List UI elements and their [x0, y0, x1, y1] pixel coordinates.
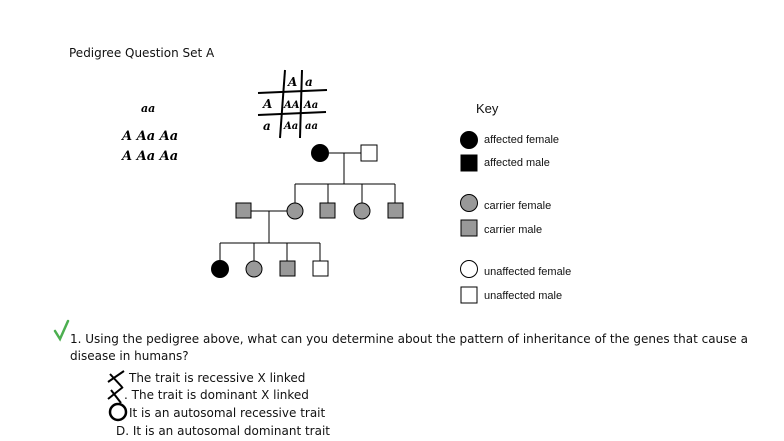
cross-out-mark-icon-b: [107, 386, 124, 404]
key-heading: Key: [476, 101, 499, 116]
punnett-square: [257, 69, 328, 139]
key-label-unaffected-male: unaffected male: [484, 290, 563, 302]
key-carrier-male-icon: [460, 219, 478, 237]
key-label-carrier-female: carrier female: [484, 200, 552, 212]
answer-option-a: The trait is recessive X linked: [129, 371, 306, 385]
gen3-affected-female: [211, 260, 229, 278]
key-label-carrier-male: carrier male: [484, 224, 543, 236]
gen1-affected-female: [311, 144, 329, 162]
gen2-carrier-male-1: [319, 202, 336, 219]
gen2-carrier-female: [286, 202, 304, 220]
key-label-affected-female: affected female: [484, 134, 560, 146]
key-carrier-female-icon: [460, 194, 478, 212]
punnett-cell-1: AA: [283, 100, 300, 111]
key-label-unaffected-female: unaffected female: [484, 266, 572, 278]
key-affected-female-icon: [460, 131, 478, 149]
answer-option-b: . The trait is dominant X linked: [124, 388, 309, 402]
handwritten-line-3: A Aa Aa: [120, 149, 178, 164]
gen3-carrier-female: [245, 260, 263, 278]
gen2-carrier-female-2: [353, 202, 371, 220]
gen3-carrier-male: [279, 260, 296, 277]
pedigree-lines: [219, 152, 396, 261]
handwritten-line-1: aa: [141, 102, 155, 115]
key-label-affected-male: affected male: [484, 157, 550, 169]
gen1-unaffected-male: [360, 144, 378, 162]
gen2-carrier-male-spouse: [235, 202, 252, 219]
handwritten-genotypes: aa A Aa Aa A Aa Aa: [120, 102, 178, 164]
question-text: 1. Using the pedigree above, what can yo…: [70, 332, 748, 363]
circled-answer-icon: [108, 402, 128, 422]
key-unaffected-male-icon: [460, 286, 478, 304]
answer-option-d: D. It is an autosomal dominant trait: [116, 424, 330, 438]
gen2-carrier-male-2: [387, 202, 404, 219]
punnett-side-2: a: [263, 119, 271, 133]
punnett-cell-2: Aa: [303, 100, 318, 111]
gen3-unaffected-male: [312, 260, 329, 277]
page-title: Pedigree Question Set A: [69, 46, 215, 60]
answer-option-c: It is an autosomal recessive trait: [129, 406, 326, 420]
punnett-side-1: A: [262, 97, 272, 111]
punnett-cell-4: aa: [305, 121, 318, 132]
key-unaffected-female-icon: [460, 260, 478, 278]
key-affected-male-icon: [460, 154, 478, 172]
cross-out-mark-icon-a: [107, 370, 125, 388]
handwritten-line-2: A Aa Aa: [120, 129, 178, 144]
check-mark-icon: [53, 319, 70, 342]
punnett-cell-3: Aa: [283, 121, 298, 132]
punnett-top-2: a: [305, 75, 313, 89]
punnett-top-1: A: [287, 75, 297, 89]
